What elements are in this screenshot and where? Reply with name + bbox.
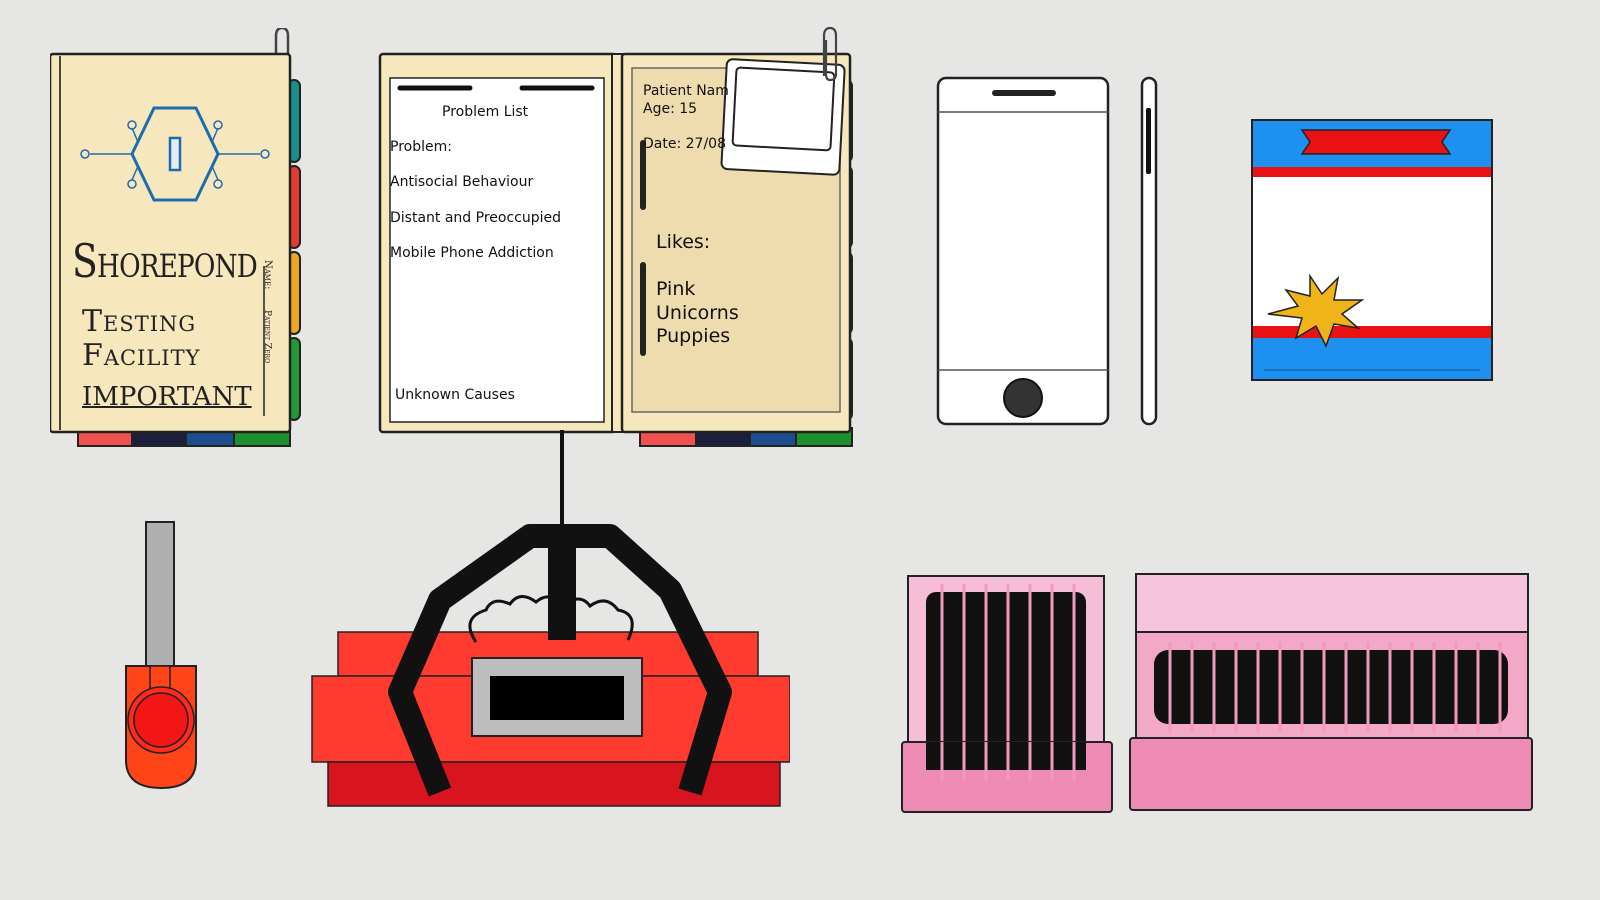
problem-list-heading: Problem List [442,104,529,120]
cover-line-important: IMPORTANT [82,382,252,412]
problem-item: Mobile Phone Addiction [390,245,554,261]
comic-book-icon[interactable] [1250,118,1494,382]
like-item: Puppies [656,325,731,347]
side-name-label: Name: [262,260,273,290]
open-folder-shape [378,26,853,447]
open-folder[interactable]: Problem List Problem: Antisocial Behavio… [378,26,878,456]
problem-item: Distant and Preoccupied [390,210,562,226]
cover-line-testing: Testing [82,304,197,339]
closed-folder-shape [50,28,301,447]
side-name-value: Patient Zero [262,310,272,363]
unknown-causes: Unknown Causes [395,387,515,403]
problem-item: Antisocial Behaviour [390,174,534,190]
closed-folder[interactable]: Shorepond Testing Facility IMPORTANT Nam… [50,28,310,458]
pink-cage-large-icon[interactable] [1128,572,1534,812]
pink-cage-small-icon[interactable] [900,574,1114,814]
dynamite-bomb-icon[interactable] [310,430,790,808]
likes-label: Likes: [656,231,711,253]
patient-age-line: Age: 15 [643,101,698,117]
like-item: Pink [656,278,696,300]
problem-label: Problem: [390,139,452,155]
patient-name-line: Patient Nam [643,83,729,99]
phone-icon[interactable] [936,76,1176,428]
like-item: Unicorns [656,302,739,324]
patient-date-line: Date: 27/08 [643,136,726,152]
flashlight-icon[interactable] [118,520,208,800]
cover-line-facility: Facility [82,338,201,373]
brand-title: Shorepond [72,234,258,288]
